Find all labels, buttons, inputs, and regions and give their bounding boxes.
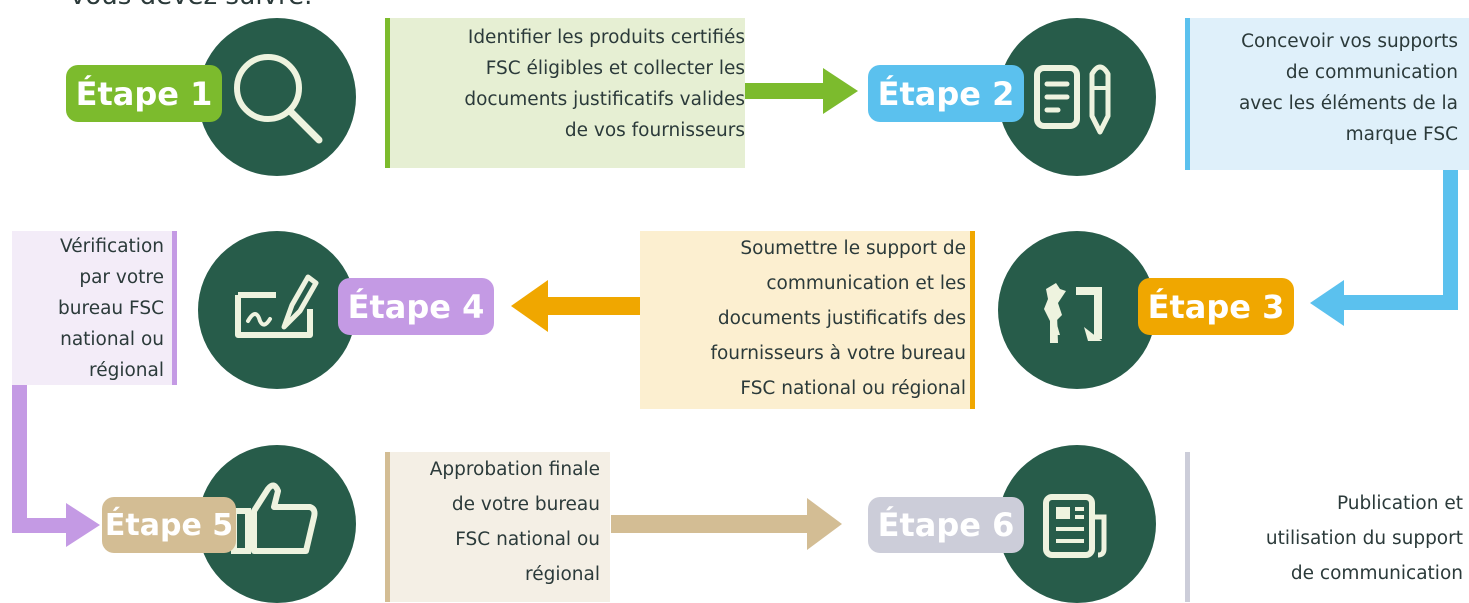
newspaper-icon (1043, 494, 1107, 558)
arrow-step2-to-step3 (1310, 170, 1458, 326)
step5-note-line: de votre bureau (451, 494, 600, 515)
step4-note-line: bureau FSC (58, 298, 164, 319)
step3-note: Soumettre le support de communication et… (640, 231, 975, 409)
step1-note-line: de vos fournisseurs (564, 120, 745, 141)
step3-note-line: fournisseurs à votre bureau (710, 343, 966, 364)
step4-note: Vérification par votre bureau FSC nation… (12, 231, 177, 385)
step2-badge: Étape 2 (868, 65, 1024, 122)
step2-circle (998, 18, 1156, 176)
step4-note-line: par votre (79, 267, 164, 288)
step5-badge: Étape 5 (102, 497, 236, 553)
intro-text: vous devez suivre. (70, 0, 312, 11)
step6-note-line: utilisation du support (1265, 528, 1463, 549)
step3-circle (998, 231, 1156, 389)
step1-note-line: Identifier les produits certifiés (467, 27, 745, 48)
document-pencil-icon (1034, 64, 1111, 135)
step6-note-line: de communication (1290, 563, 1463, 584)
step5-note-line: régional (525, 564, 600, 585)
step1-note: Identifier les produits certifiés FSC él… (385, 18, 745, 168)
step2-note-line: de communication (1285, 62, 1458, 83)
step5-note-line: FSC national ou (455, 529, 600, 550)
step4-badge: Étape 4 (338, 278, 494, 335)
step2-note-line: Concevoir vos supports (1241, 31, 1458, 52)
step1-badge: Étape 1 (66, 65, 222, 122)
step3-note-line: documents justificatifs des (717, 308, 966, 329)
step6-note: Publication et utilisation du support de… (1195, 486, 1463, 596)
arrow-step5-to-step6 (611, 498, 842, 550)
step4-circle (198, 231, 356, 389)
step1-circle (198, 18, 356, 176)
step2-note-line: marque FSC (1345, 124, 1458, 145)
signature-icon (235, 274, 319, 338)
step4-note-line: national ou (60, 329, 164, 350)
step3-note-line: FSC national ou régional (740, 378, 966, 399)
magnifier-icon (234, 54, 323, 144)
arrow-step4-to-step5 (12, 383, 100, 547)
step5-note-line: Approbation finale (429, 459, 600, 480)
arrow-step3-to-step4 (511, 280, 646, 332)
step1-note-line: FSC éligibles et collecter les (485, 58, 745, 79)
step3-note-line: communication et les (766, 273, 966, 294)
step2-note: Concevoir vos supports de communication … (1185, 18, 1469, 170)
step4-note-line: régional (89, 360, 164, 381)
step1-note-line: documents justificatifs valides (464, 89, 745, 110)
step5-note: Approbation finale de votre bureau FSC n… (385, 452, 610, 602)
step6-circle (998, 445, 1156, 603)
step6-badge: Étape 6 (868, 497, 1024, 553)
step3-badge: Étape 3 (1138, 278, 1294, 335)
step4-note-line: Vérification (60, 236, 164, 257)
step6-note-line: Publication et (1336, 493, 1463, 514)
step2-note-line: avec les éléments de la (1238, 93, 1458, 114)
exchange-icon (1044, 283, 1102, 343)
step3-note-line: Soumettre le support de (740, 238, 966, 259)
step6-divider (1185, 452, 1190, 602)
arrow-step1-to-step2 (745, 68, 858, 114)
